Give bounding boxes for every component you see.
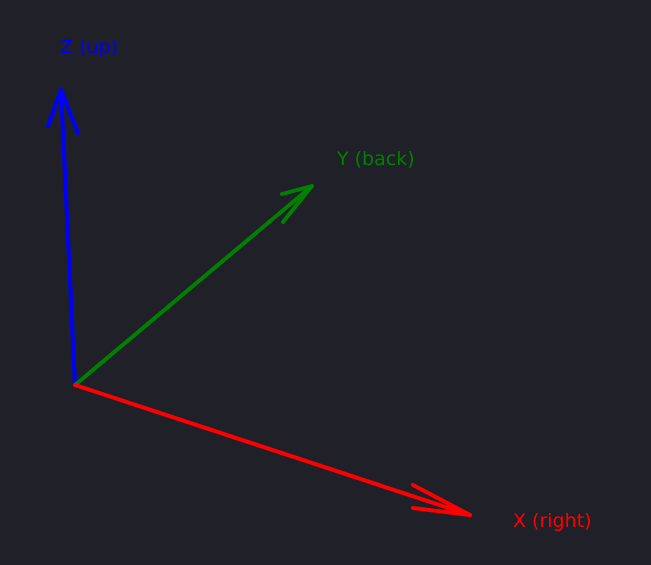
- x-axis-shaft: [73, 383, 472, 517]
- y-axis-arrowhead: [280, 184, 314, 224]
- z-axis-shaft: [59, 88, 77, 387]
- z-axis-arrowhead: [46, 88, 80, 135]
- y-axis-shaft: [73, 184, 314, 387]
- z-axis-label: Z (up): [60, 36, 118, 58]
- y-axis-arrow: [73, 184, 314, 387]
- y-axis-label: Y (back): [337, 148, 415, 170]
- x-axis-arrowhead: [411, 483, 472, 517]
- z-axis-arrow: [46, 88, 80, 387]
- x-axis-label: X (right): [513, 510, 592, 532]
- x-axis-arrow: [73, 383, 472, 517]
